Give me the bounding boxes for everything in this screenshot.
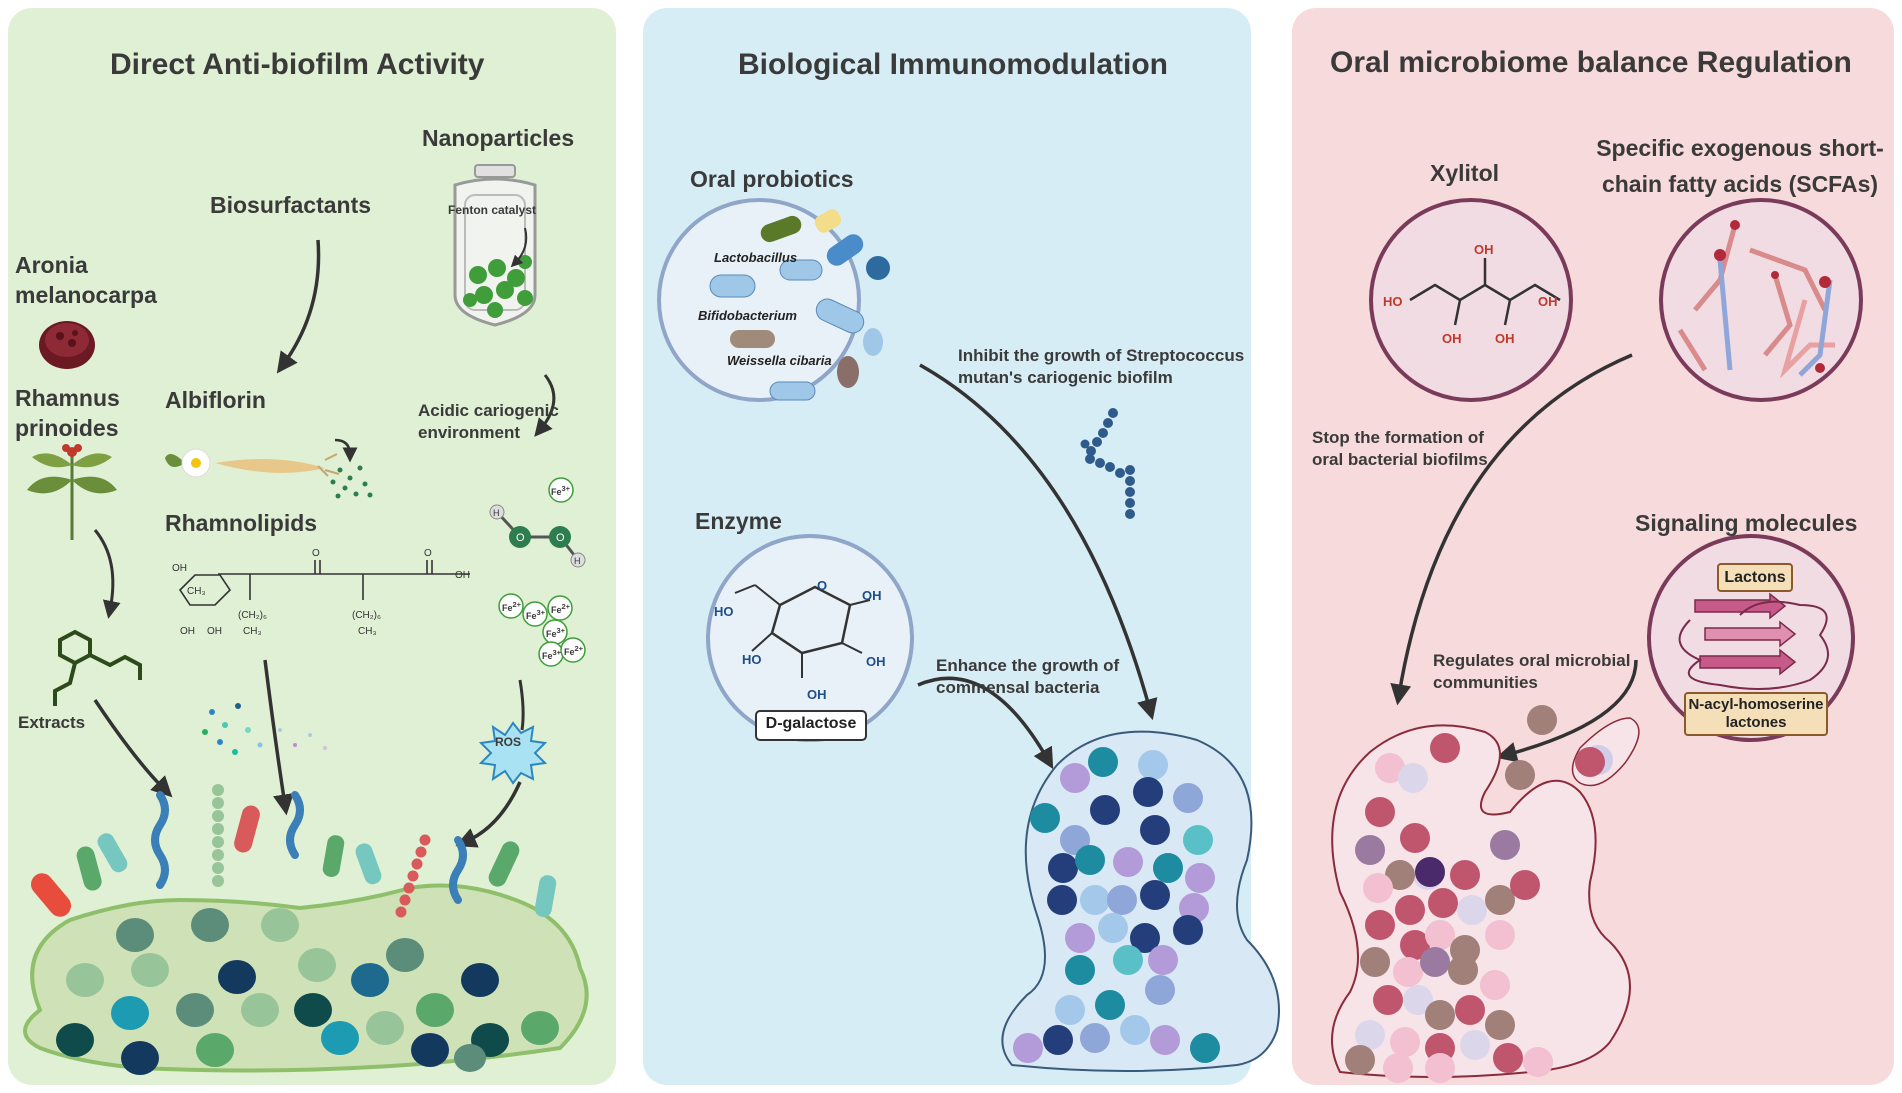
svg-text:O: O [312,548,320,559]
label-scfa: Specific exogenous short-chain fatty aci… [1596,135,1884,197]
label-acidic-environment: Acidic cariogenic environment [418,401,559,442]
svg-text:O: O [817,578,827,593]
svg-text:HO: HO [714,604,734,619]
arrow-ros-biofilm [455,781,522,848]
arrow-biosurfactants-albiflorin [276,239,321,374]
label-fe3-ion-e: Fe3+ [542,648,562,661]
label-rhamnus: Rhamnus prinoides [15,385,120,441]
rhamnolipid-structure-icon [178,560,470,606]
fenton-reactor-icon [453,164,537,327]
arrow-extracts-biofilm [93,699,173,798]
svg-text:CH₃: CH₃ [358,626,377,637]
svg-text:OH: OH [1538,294,1558,309]
svg-text:OH: OH [180,626,195,637]
label-fenton-catalyst: Fenton catalyst [448,203,537,217]
svg-text:OH: OH [1442,331,1462,346]
albiflorin-root-icon [165,438,373,499]
signaling-circle [1647,534,1855,742]
svg-text:OH: OH [1474,242,1494,257]
label-fe2-ion-a: Fe2+ [502,600,522,613]
rhamnus-plant-icon [27,444,117,540]
label-weissella: Weissella cibaria [727,353,832,368]
label-bifidobacterium: Bifidobacterium [698,308,797,323]
attached-bacteria [31,784,557,918]
label-fe3-ion-b: Fe3+ [526,608,546,621]
svg-text:OH: OH [207,626,222,637]
dgalactose-box [755,710,867,741]
svg-text:OH: OH [455,570,470,581]
svg-text:CH₃: CH₃ [187,586,206,597]
label-fe2-ion-c: Fe2+ [551,602,571,615]
svg-text:OH: OH [172,563,187,574]
arrow-scfa-biofilm [1390,353,1633,706]
label-enzyme: Enzyme [695,508,782,534]
svg-text:HO: HO [1383,294,1403,309]
label-xylitol: Xylitol [1430,160,1500,186]
label-lactobacillus: Lactobacillus [714,250,798,265]
title-microbiome: Oral microbiome balance Regulation [1330,46,1852,79]
arrow-rhamnus-extracts [93,529,121,619]
label-rhamnolipids: Rhamnolipids [165,510,318,536]
label-fe3-ion-d: Fe3+ [546,626,566,639]
svg-text:(CH₂)₆: (CH₂)₆ [238,610,267,621]
label-extracts: Extracts [18,713,86,732]
iron-ions [498,477,586,667]
commensal-biofilm [1001,730,1280,1072]
arrow-signaling-biofilm [1495,659,1638,763]
arrow-enzyme-biofilm [917,676,1054,770]
label-signaling-molecules: Signaling molecules [1635,510,1858,536]
title-antibiofilm: Direct Anti-biofilm Activity [110,48,485,81]
label-stop-biofilm: Stop the formation of oral bacterial bio… [1312,428,1488,469]
svg-text:OH: OH [807,687,827,702]
oral-biofilm-cells [1345,705,1613,1083]
label-enhance-growth: Enhance the growth of commensal bacteria [936,656,1120,697]
particle-spray [202,703,327,755]
label-albiflorin: Albiflorin [165,387,266,413]
extract-molecule-icon [53,629,142,706]
aronia-berries-icon [39,321,95,369]
svg-text:OH: OH [862,588,882,603]
svg-text:OH: OH [1495,331,1515,346]
label-ahl: N-acyl-homoserine lactones [1684,692,1828,736]
probiotics-circle [657,198,890,402]
svg-text:(CH₂)₆: (CH₂)₆ [352,610,381,621]
label-oral-probiotics: Oral probiotics [690,166,854,192]
label-aronia: Aronia melanocarpa [15,252,157,308]
biofilm-cells [56,908,559,1075]
svg-text:HO: HO [742,652,762,667]
label-fe2-ion-f: Fe2+ [564,644,584,657]
streptococcus-chain-icon [1080,408,1135,519]
label-biosurfactants: Biosurfactants [210,192,372,218]
label-inhibit-growth: Inhibit the growth of Streptococcus muta… [958,346,1245,387]
svg-text:O: O [556,532,565,544]
label-fe3-ion: Fe3+ [551,484,571,497]
label-dgalactose: D-galactose [765,715,857,732]
label-lactons: Lactons [1717,563,1793,592]
svg-text:OH: OH [866,654,886,669]
rhamnolipid-atoms: OH CH₃ OH OH (CH₂)₆ CH₃ (CH₂)₆ CH₃ O O OH [172,548,470,637]
scfa-circle [1659,198,1863,402]
arrow-probiotics-biofilm [919,363,1158,721]
arrow-nanoparticles-acidic [534,374,556,437]
svg-text:CH₃: CH₃ [243,626,262,637]
label-ros: ROS [495,735,522,749]
label-nanoparticles: Nanoparticles [422,125,575,151]
commensal-cells [1013,747,1220,1063]
svg-text:H: H [574,556,581,566]
label-regulates-communities: Regulates oral microbial communities [1433,651,1631,692]
title-immunomodulation: Biological Immunomodulation [738,48,1168,81]
svg-text:H: H [493,508,500,518]
xylitol-circle: HO OH OH OH OH [1369,198,1573,402]
svg-text:O: O [424,548,432,559]
svg-text:O: O [516,532,525,544]
arrow-fe-ros [518,679,525,731]
ros-burst-icon [478,721,548,785]
arrow-rhamnolipids-biofilm [263,659,294,816]
hydrogen-peroxide-icon: H O O H [489,504,586,568]
